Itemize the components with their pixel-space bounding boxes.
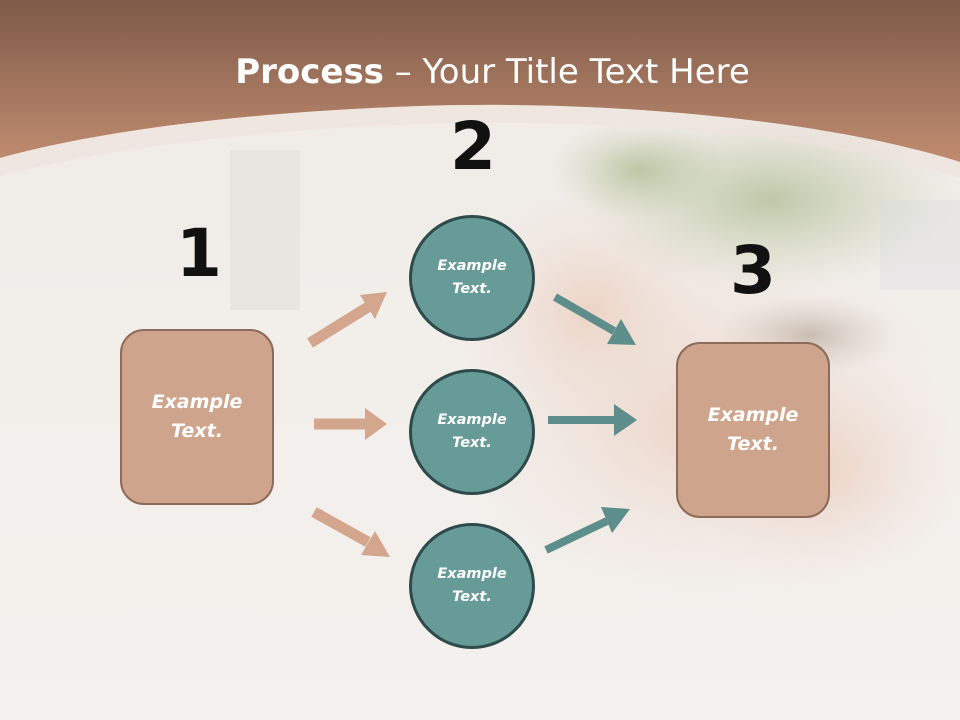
step-3-box: Example Text. [676,342,830,518]
arrow-1-to-bottom [311,507,390,557]
title-bold: Process [235,52,384,92]
step-3-label: Example Text. [707,404,799,455]
arrow-middle-to-3 [548,404,637,436]
step-1-label: Example Text. [151,391,243,442]
step-2-circle-middle: Example Text. [409,369,535,495]
step-number-2: 2 [450,108,496,185]
step-2-circle-bottom-label: Example Text. [437,566,507,605]
step-number-1: 1 [176,215,222,292]
arrow-bottom-to-3 [544,507,630,554]
arrow-group-left [307,292,390,557]
arrow-1-to-top [307,292,387,348]
step-1-box: Example Text. [120,329,274,505]
arrow-1-to-middle [314,408,387,440]
step-2-circle-top: Example Text. [409,215,535,341]
page-title: Process – Your Title Text Here [0,52,960,92]
step-2-circle-middle-label: Example Text. [437,412,507,451]
arrow-group-right [544,293,637,554]
step-2-circle-top-label: Example Text. [437,258,507,297]
arrow-top-to-3 [553,293,636,345]
step-number-3: 3 [730,232,776,309]
title-rest: – Your Title Text Here [383,52,750,92]
step-2-circle-bottom: Example Text. [409,523,535,649]
